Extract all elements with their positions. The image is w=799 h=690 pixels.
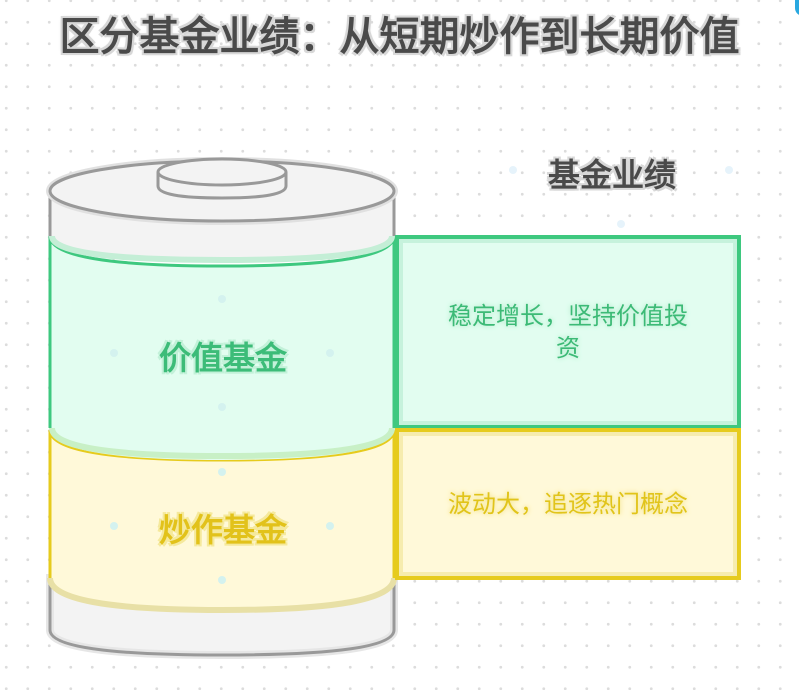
cylinder-top bbox=[46, 157, 398, 264]
cylinder-segment-speculative bbox=[47, 428, 397, 614]
corner-accent bbox=[795, 0, 799, 16]
description-box-value-fund: 稳定增长，坚持价值投资 bbox=[395, 235, 741, 429]
segment-label-value-fund: 价值基金 bbox=[158, 339, 287, 377]
segment-label-speculative-fund: 炒作基金 bbox=[158, 511, 287, 549]
legend-title: 基金业绩 bbox=[548, 156, 677, 194]
description-text-speculative-fund: 波动大，追逐热门概念 bbox=[448, 490, 688, 518]
description-text-value-fund: 稳定增长，坚持价值投资 bbox=[448, 302, 688, 362]
description-box-speculative-fund: 波动大，追逐热门概念 bbox=[395, 428, 741, 580]
page-title: 区分基金业绩：从短期炒作到长期价值 bbox=[59, 14, 740, 60]
cylinder-segment-value bbox=[48, 235, 396, 460]
